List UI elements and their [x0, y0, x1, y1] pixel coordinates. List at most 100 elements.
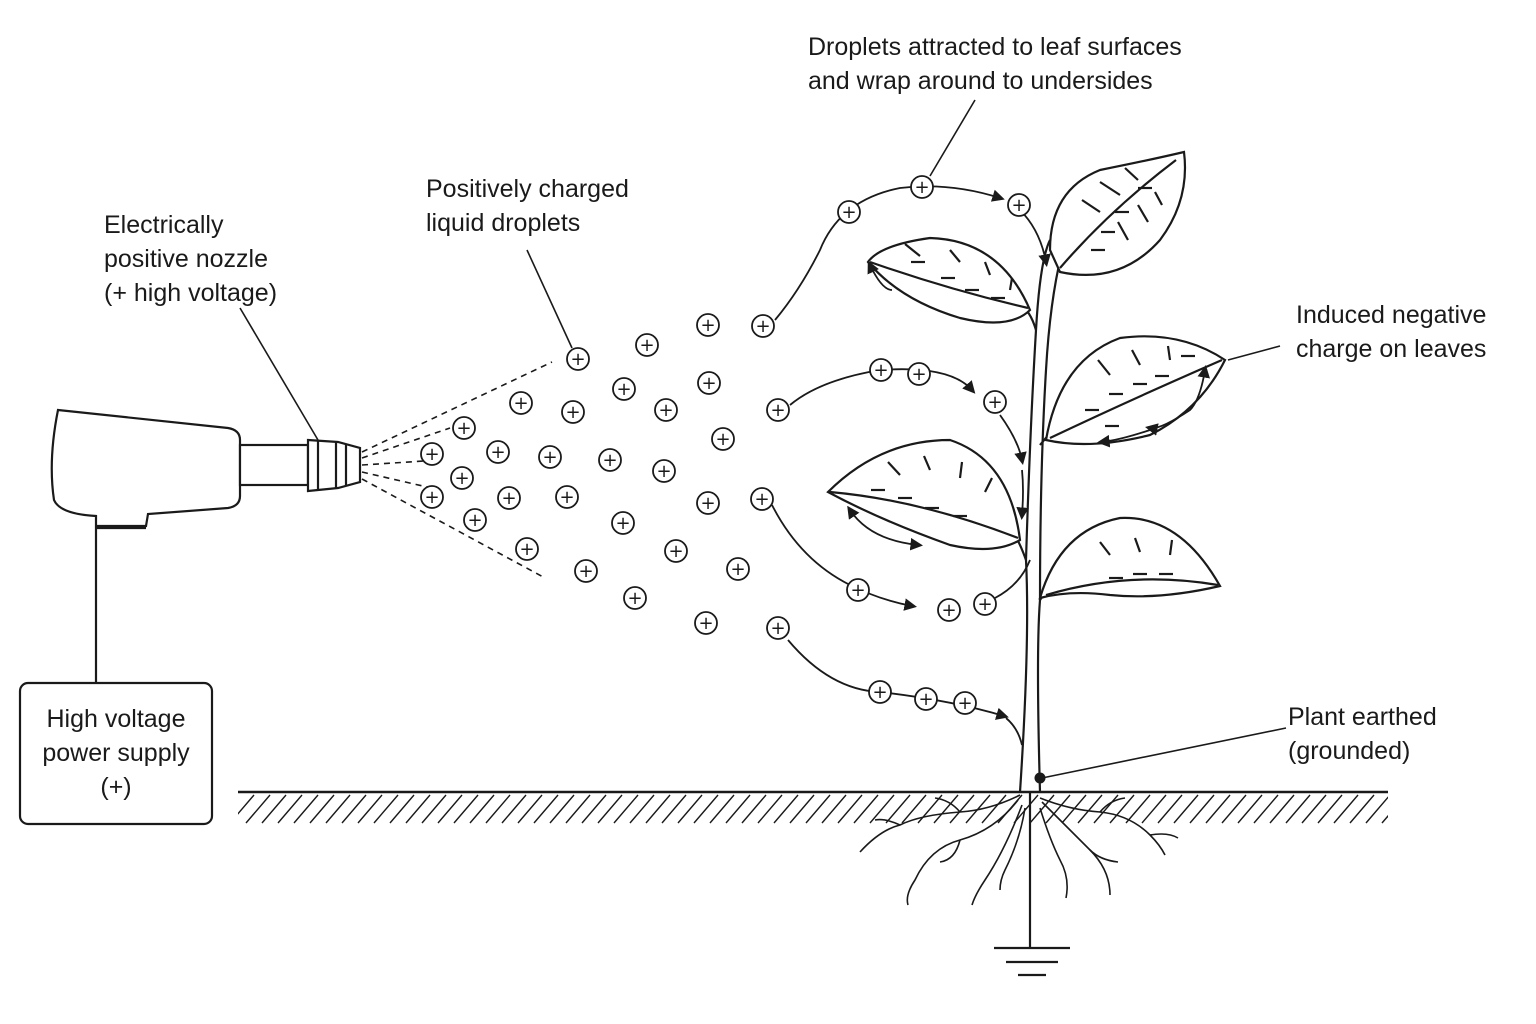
positive-droplet: +	[463, 508, 487, 532]
positive-sign: +	[941, 600, 956, 621]
positive-droplet: +	[664, 539, 688, 563]
positive-sign: +	[841, 202, 856, 223]
ground-hatch-line	[245, 794, 271, 824]
positive-sign: +	[658, 400, 673, 421]
positive-sign: +	[454, 468, 469, 489]
ground-hatch-line	[453, 794, 479, 824]
leaf-bottom-right	[1038, 516, 1222, 600]
positive-droplet: +	[538, 445, 562, 469]
ground-hatch-line	[1221, 794, 1247, 824]
positive-sign: +	[616, 379, 631, 400]
ground-hatch-line	[485, 794, 511, 824]
positive-sign: +	[914, 177, 929, 198]
ground-hatch-line	[789, 794, 815, 824]
positive-sign: +	[501, 488, 516, 509]
droplets-leader	[526, 249, 573, 349]
ground-hatch-line	[1269, 794, 1295, 824]
ground-hatch-line	[1093, 794, 1119, 824]
ground-hatch-line	[853, 794, 879, 824]
positive-sign: +	[698, 613, 713, 634]
leaf-middle-right	[1044, 335, 1227, 446]
positive-droplet: +	[726, 557, 750, 581]
droplets-label-line-1: Positively charged	[426, 175, 629, 203]
positive-sign: +	[639, 335, 654, 356]
ground-hatch-line	[1205, 794, 1231, 824]
ground-hatch-line	[981, 794, 1007, 824]
positive-sign: +	[570, 349, 585, 370]
positive-droplet: +	[566, 347, 590, 371]
positive-sign: +	[715, 429, 730, 450]
ground-hatching	[238, 794, 1388, 824]
positive-sign: +	[754, 489, 769, 510]
positive-sign: +	[770, 400, 785, 421]
ground-hatch-line	[437, 794, 463, 824]
power-supply-label-line-1: High voltage	[46, 705, 186, 733]
ground-hatch-line	[1285, 794, 1311, 824]
ground-hatch-line	[261, 794, 287, 824]
ground-hatch-line	[238, 794, 255, 815]
positive-droplet: +	[750, 487, 774, 511]
ground-hatch-line	[1333, 794, 1359, 824]
ground-hatch-line	[1349, 794, 1375, 824]
positive-droplet: +	[654, 398, 678, 422]
ground-hatch-line	[1237, 794, 1263, 824]
earth-symbol	[994, 792, 1070, 977]
positive-sign: +	[957, 693, 972, 714]
positive-droplet: +	[652, 459, 676, 483]
positive-droplet: +	[420, 442, 444, 466]
ground-hatch-line	[341, 794, 367, 824]
nozzle-label-line-1: Electrically	[104, 211, 224, 239]
positive-droplet: +	[486, 440, 510, 464]
ground-hatch-line	[581, 794, 607, 824]
ground-hatch-line	[325, 794, 351, 824]
ground-hatch-line	[565, 794, 591, 824]
positive-droplet: +	[751, 314, 775, 338]
ground-hatch-line	[1365, 796, 1388, 824]
earth-point	[1034, 772, 1046, 784]
power-supply-label: High voltage power supply (+)	[20, 702, 212, 804]
droplet-group: ++++++++++++++++++++++++++++++++++++++++…	[420, 175, 1031, 715]
ground-hatch-line	[725, 794, 751, 824]
positive-sign: +	[513, 393, 528, 414]
positive-sign: +	[542, 447, 557, 468]
ground-hatch-line	[773, 794, 799, 824]
positive-droplet: +	[837, 200, 861, 224]
positive-sign: +	[911, 364, 926, 385]
earthed-leader	[1041, 727, 1287, 779]
ground-hatch-line	[357, 794, 383, 824]
positive-droplet: +	[973, 592, 997, 616]
ground-hatch-line	[901, 794, 927, 824]
nozzle	[306, 438, 362, 493]
ground-hatch-line	[405, 794, 431, 824]
positive-sign: +	[424, 444, 439, 465]
ground-hatch-line	[277, 794, 303, 824]
positive-droplet: +	[515, 537, 539, 561]
ground-hatch-line	[693, 794, 719, 824]
ground-hatch-line	[1045, 794, 1071, 824]
ground-hatch-line	[885, 794, 911, 824]
positive-sign: +	[656, 461, 671, 482]
power-supply-label-line-3: (+)	[100, 773, 132, 801]
positive-droplet: +	[696, 313, 720, 337]
ground	[238, 790, 1388, 824]
positive-sign: +	[424, 487, 439, 508]
positive-sign: +	[456, 418, 471, 439]
leader-lines	[239, 99, 1287, 779]
ground-hatch-line	[949, 794, 975, 824]
ground-hatch-line	[373, 794, 399, 824]
induced-label-line-2: charge on leaves	[1296, 335, 1487, 363]
positive-sign: +	[467, 510, 482, 531]
positive-sign: +	[668, 541, 683, 562]
positive-droplet: +	[574, 559, 598, 583]
attracted-label-line-1: Droplets attracted to leaf surfaces	[808, 33, 1182, 61]
positive-droplet: +	[846, 578, 870, 602]
nozzle-label-line-3: (+ high voltage)	[104, 279, 278, 307]
positive-sign: +	[873, 360, 888, 381]
ground-hatch-line	[1077, 794, 1103, 824]
ground-hatch-line	[709, 794, 735, 824]
positive-droplet: +	[1007, 193, 1031, 217]
positive-sign: +	[565, 402, 580, 423]
ground-hatch-line	[501, 794, 527, 824]
positive-sign: +	[627, 588, 642, 609]
